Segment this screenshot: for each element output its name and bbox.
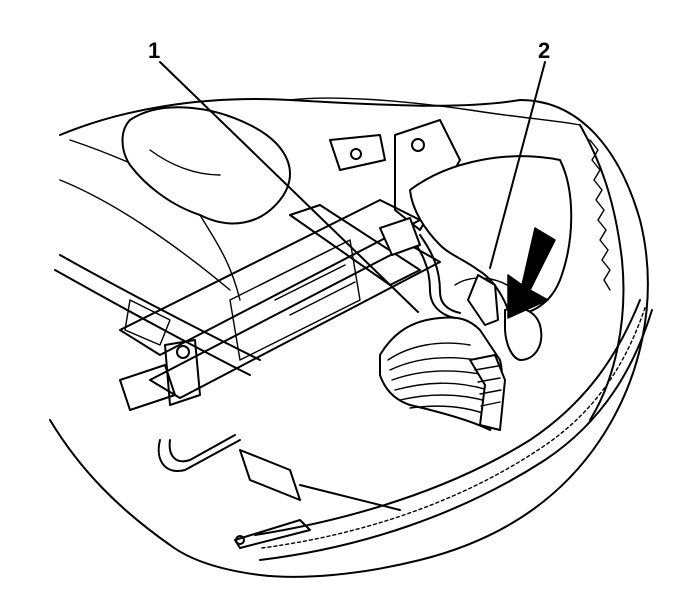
wire-harness bbox=[379, 217, 506, 431]
upholstery-fold bbox=[121, 106, 291, 301]
callout-2: 2 bbox=[538, 38, 550, 63]
callout-leaders bbox=[159, 61, 546, 313]
seat-trim-strip bbox=[234, 124, 653, 561]
callout-1: 1 bbox=[148, 38, 160, 63]
seat-wire-loop bbox=[157, 434, 301, 501]
direction-arrow bbox=[507, 227, 556, 319]
